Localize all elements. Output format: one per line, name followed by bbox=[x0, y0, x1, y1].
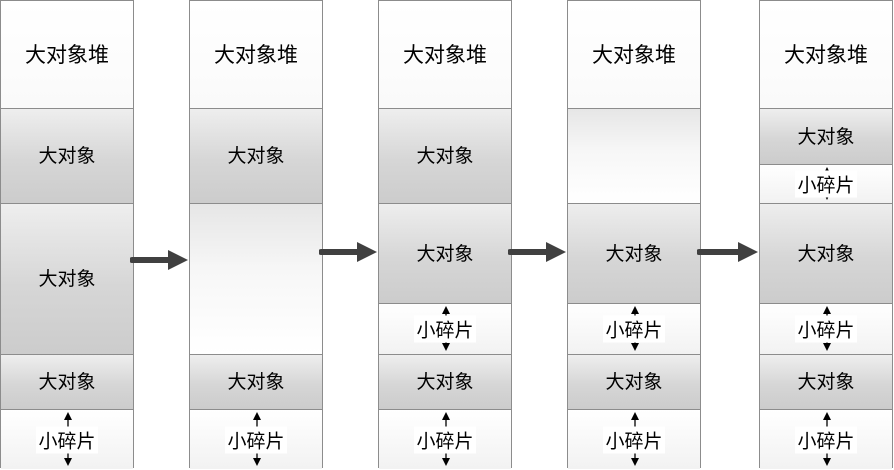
large-object-label: 大对象 bbox=[38, 145, 96, 167]
large-object-label: 大对象 bbox=[227, 371, 285, 393]
free-space-block bbox=[190, 203, 322, 354]
heap-header: 大对象堆 bbox=[190, 1, 322, 108]
small-fragment-block: 小碎片 bbox=[568, 409, 700, 469]
heap-column-4: 大对象堆大对象小碎片大对象小碎片 bbox=[567, 0, 701, 469]
small-fragment-block: 小碎片 bbox=[190, 409, 322, 469]
heap-header: 大对象堆 bbox=[568, 1, 700, 108]
large-object-label: 大对象 bbox=[797, 371, 855, 393]
transition-arrow-icon bbox=[319, 242, 377, 262]
heap-column-2: 大对象堆大对象大对象小碎片 bbox=[189, 0, 323, 469]
heap-header: 大对象堆 bbox=[760, 1, 892, 108]
small-fragment-block: 小碎片 bbox=[379, 303, 511, 354]
heap-header: 大对象堆 bbox=[379, 1, 511, 108]
fragment-label: 小碎片 bbox=[225, 426, 287, 453]
heap-title: 大对象堆 bbox=[592, 42, 676, 67]
heap-header: 大对象堆 bbox=[1, 1, 133, 108]
large-object-label: 大对象 bbox=[416, 145, 474, 167]
small-fragment-block: 小碎片 bbox=[568, 303, 700, 354]
fragment-label: 小碎片 bbox=[795, 170, 857, 198]
small-fragment-block: 小碎片 bbox=[379, 409, 511, 469]
large-object-block: 大对象 bbox=[760, 354, 892, 409]
large-object-block: 大对象 bbox=[568, 203, 700, 303]
fragment-label: 小碎片 bbox=[414, 426, 476, 453]
fragment-label: 小碎片 bbox=[603, 315, 665, 343]
large-object-block: 大对象 bbox=[190, 354, 322, 409]
large-object-label: 大对象 bbox=[797, 125, 855, 148]
large-object-block: 大对象 bbox=[568, 354, 700, 409]
small-fragment-block: 小碎片 bbox=[1, 409, 133, 469]
large-object-label: 大对象 bbox=[605, 242, 663, 265]
heap-column-1: 大对象堆大对象大对象大对象小碎片 bbox=[0, 0, 134, 469]
transition-arrow-icon bbox=[697, 242, 758, 262]
fragment-label: 小碎片 bbox=[414, 315, 476, 343]
large-object-block: 大对象 bbox=[1, 203, 133, 354]
small-fragment-block: 小碎片 bbox=[760, 409, 892, 469]
heap-title: 大对象堆 bbox=[784, 42, 868, 67]
fragment-label: 小碎片 bbox=[36, 426, 98, 453]
large-object-label: 大对象 bbox=[416, 371, 474, 393]
large-object-block: 大对象 bbox=[1, 354, 133, 409]
transition-arrow-icon bbox=[130, 250, 188, 270]
heap-column-5: 大对象堆大对象小碎片大对象小碎片大对象小碎片 bbox=[759, 0, 893, 469]
large-object-label: 大对象 bbox=[605, 371, 663, 393]
heap-title: 大对象堆 bbox=[25, 42, 109, 67]
large-object-label: 大对象 bbox=[416, 242, 474, 265]
fragment-label: 小碎片 bbox=[795, 315, 857, 343]
large-object-block: 大对象 bbox=[379, 203, 511, 303]
large-object-label: 大对象 bbox=[227, 145, 285, 167]
large-object-block: 大对象 bbox=[190, 108, 322, 203]
large-object-block: 大对象 bbox=[760, 203, 892, 303]
large-object-block: 大对象 bbox=[760, 108, 892, 164]
heap-title: 大对象堆 bbox=[403, 42, 487, 67]
heap-title: 大对象堆 bbox=[214, 42, 298, 67]
fragment-label: 小碎片 bbox=[603, 426, 665, 453]
large-object-block: 大对象 bbox=[379, 354, 511, 409]
large-object-label: 大对象 bbox=[797, 242, 855, 265]
large-object-block: 大对象 bbox=[379, 108, 511, 203]
large-object-label: 大对象 bbox=[38, 268, 96, 290]
large-object-block: 大对象 bbox=[1, 108, 133, 203]
fragment-label: 小碎片 bbox=[795, 426, 857, 453]
small-fragment-block: 小碎片 bbox=[760, 303, 892, 354]
small-fragment-block: 小碎片 bbox=[760, 164, 892, 203]
transition-arrow-icon bbox=[508, 242, 566, 262]
heap-column-3: 大对象堆大对象大对象小碎片大对象小碎片 bbox=[378, 0, 512, 469]
large-object-label: 大对象 bbox=[38, 371, 96, 393]
free-space-block bbox=[568, 108, 700, 203]
